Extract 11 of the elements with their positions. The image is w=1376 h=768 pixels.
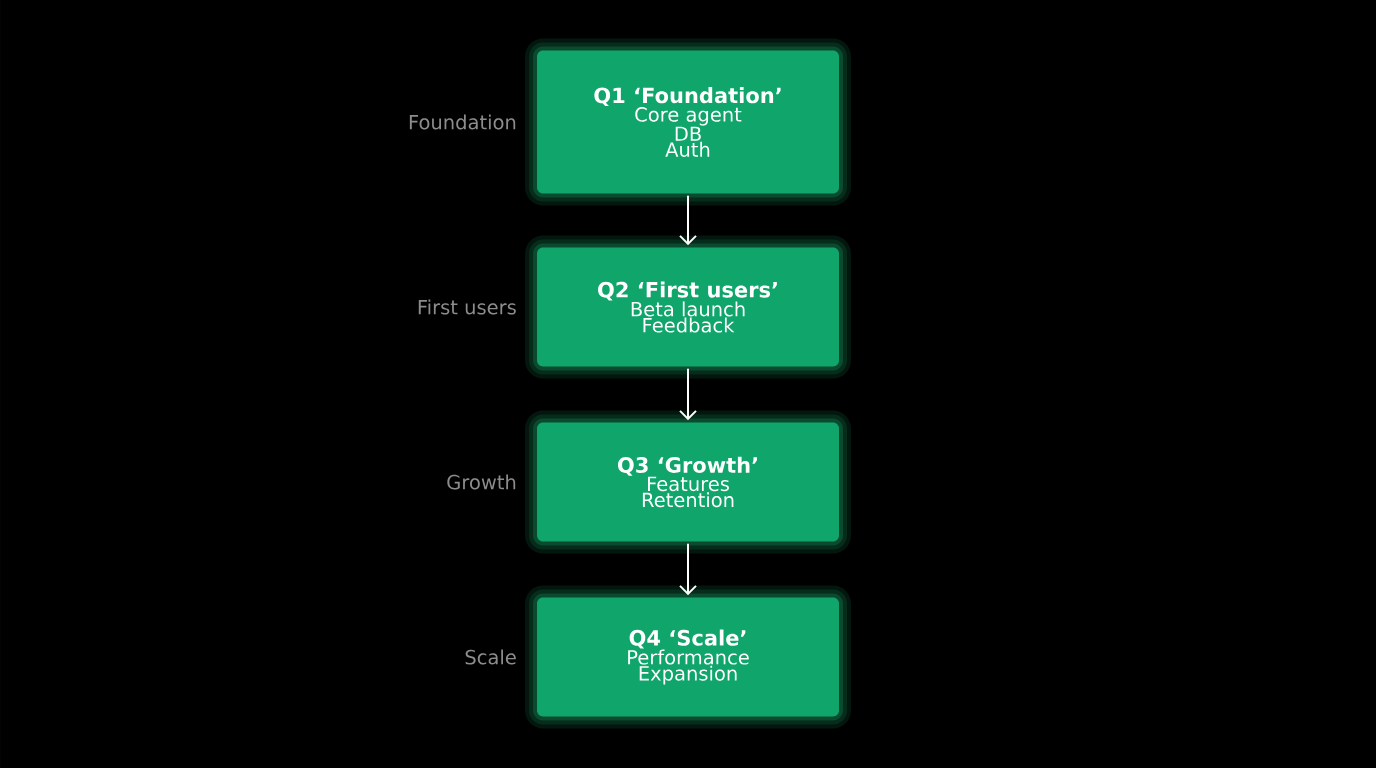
process-box: Q3 ‘Growth’ Features Retention	[525, 410, 851, 554]
arrow	[679, 542, 697, 596]
side-label: Foundation	[409, 114, 516, 130]
process-box: Q4 ‘Scale’ Performance Expansion	[525, 585, 851, 729]
arrow	[679, 367, 697, 421]
side-label: Scale	[465, 649, 516, 665]
process-box: Q1 ‘Foundation’ Core agent DB Auth	[525, 38, 851, 206]
side-label: First users	[418, 299, 516, 315]
process-box: Q2 ‘First users’ Beta launch Feedback	[525, 235, 851, 379]
side-label: Growth	[447, 474, 516, 490]
arrow	[679, 194, 697, 246]
